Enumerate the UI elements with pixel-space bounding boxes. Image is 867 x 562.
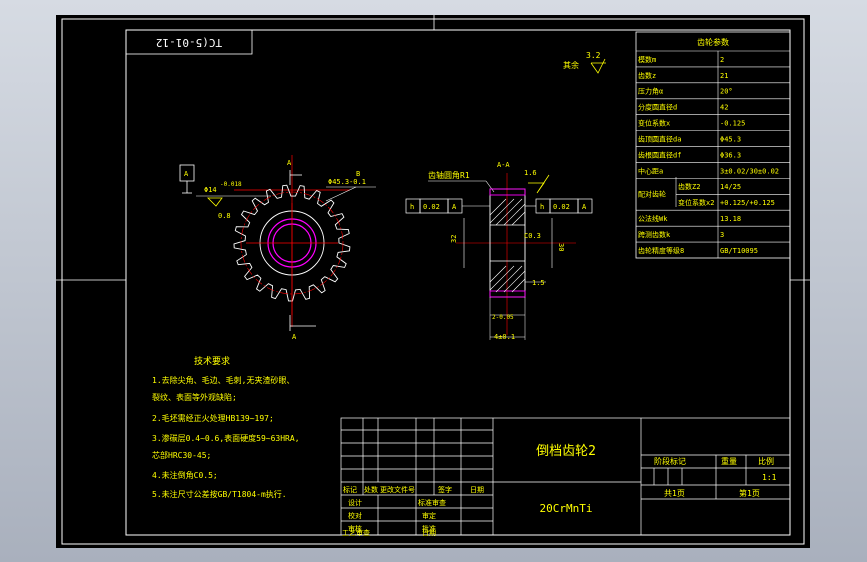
tech-requirements-title: 技术要求 [194, 355, 230, 367]
svg-text:Φ45.3-0.1: Φ45.3-0.1 [328, 178, 366, 186]
param-name: 齿数z [638, 71, 656, 80]
param-name: 齿轮精度等级8 [638, 246, 684, 255]
svg-text:1.6: 1.6 [524, 169, 537, 177]
svg-text:A: A [452, 203, 457, 211]
param-value: 14/25 [720, 183, 741, 191]
svg-text:标记: 标记 [343, 485, 357, 494]
svg-text:设计: 设计 [348, 498, 362, 507]
param-value: 2 [720, 56, 724, 64]
param-name: 中心距a [638, 166, 663, 175]
svg-text:标准审查: 标准审查 [418, 498, 446, 507]
outer-border [61, 18, 805, 545]
inner-border [125, 29, 791, 536]
param-name: 齿数Z2 [678, 182, 700, 191]
gear-drawing: TC(5-01-12 其余 3.2 齿轮参数 模数m 2 齿数z 21 压力角α 20° 分… [56, 15, 810, 545]
gear-front-view: A A B Φ45.3-0.1 A Φ14 -0.018 0.8 [179, 155, 376, 341]
svg-text:重量: 重量 [721, 456, 737, 466]
param-name: 齿顶圆直径da [638, 134, 681, 143]
param-group-label: 配对齿轮 [638, 189, 666, 198]
param-value: 42 [720, 104, 728, 112]
svg-text:第1页: 第1页 [739, 488, 760, 498]
param-value: +0.125/+0.125 [720, 199, 775, 207]
svg-text:处数: 处数 [364, 485, 378, 494]
param-name: 跨测齿数k [638, 230, 671, 239]
roughness-value: 3.2 [586, 51, 601, 60]
svg-text:批准: 批准 [422, 524, 436, 533]
pitch-circle [240, 191, 344, 295]
roughness-label: 其余 [563, 60, 579, 70]
param-value: 21 [720, 72, 728, 80]
tech-req-line-6: 4.未注倒角C0.5; [152, 470, 218, 480]
svg-text:更改文件号: 更改文件号 [380, 485, 415, 494]
tech-req-line-5: 芯部HRC30-45; [152, 450, 211, 460]
section-title: A-A [497, 161, 510, 169]
tech-req-line-2: 裂纹、表面等外观缺陷; [152, 392, 237, 402]
svg-text:日期: 日期 [422, 529, 436, 537]
param-value: 13.18 [720, 215, 741, 223]
svg-text:工艺审查: 工艺审查 [342, 528, 370, 537]
parameter-table: 齿轮参数 模数m 2 齿数z 21 压力角α 20° 分度圆直径d 42 变位系数x -0.125… [635, 31, 791, 259]
drawing-number: TC(5-01-12 [156, 36, 222, 49]
param-value: -0.125 [720, 120, 745, 128]
svg-text:32: 32 [450, 235, 458, 243]
svg-text:0.8: 0.8 [218, 212, 231, 220]
tech-req-line-7: 5.未注尺寸公差按GB/T1804-m执行. [152, 489, 287, 499]
svg-text:审定: 审定 [422, 511, 436, 520]
svg-text:0.02: 0.02 [553, 203, 570, 211]
svg-text:B: B [356, 170, 360, 178]
param-value: 3 [720, 231, 724, 239]
param-value: 3±0.02/30±0.02 [720, 167, 779, 175]
svg-text:Φ14: Φ14 [204, 186, 217, 194]
technical-requirements: 技术要求 1.去除尖角、毛边、毛刺,无夹渣砂眼、 裂纹、表面等外观缺陷; 2.毛… [152, 355, 300, 499]
gear-section-view: A-A 齿轴圆角R1 h 0.02 A [405, 161, 593, 341]
svg-text:4±0.1: 4±0.1 [494, 333, 515, 341]
drawing-sheet: TC(5-01-12 其余 3.2 齿轮参数 模数m 2 齿数z 21 压力角α 20° 分… [56, 15, 810, 548]
param-name: 齿根圆直径df [638, 150, 681, 159]
param-name: 变位系数x [638, 119, 670, 128]
svg-text:A: A [287, 159, 292, 167]
param-value: Φ45.3 [720, 135, 741, 143]
svg-text:30: 30 [557, 243, 565, 251]
title-block [340, 417, 791, 536]
svg-text:1.5: 1.5 [532, 279, 545, 287]
parameter-table-title: 齿轮参数 [697, 37, 729, 47]
param-name: 变位系数x2 [678, 198, 714, 207]
param-name: 模数m [638, 55, 656, 64]
svg-text:共1页: 共1页 [664, 489, 685, 498]
svg-text:h: h [410, 203, 414, 211]
tech-req-line-4: 3.渗碳层0.4~0.6,表面硬度59~63HRA, [152, 433, 300, 443]
param-name: 压力角α [638, 87, 663, 96]
gear-teeth-outline [233, 184, 351, 302]
scale-value: 1:1 [762, 473, 777, 482]
svg-text:校对: 校对 [348, 511, 362, 520]
tech-req-line-3: 2.毛坯需经正火处理HB139~197; [152, 413, 274, 423]
svg-text:阶段标记: 阶段标记 [654, 456, 686, 466]
svg-text:C0.3: C0.3 [524, 232, 541, 240]
svg-text:比例: 比例 [758, 456, 774, 466]
param-value: GB/T10095 [720, 247, 758, 255]
material: 20CrMnTi [540, 502, 593, 515]
svg-text:-0.018: -0.018 [220, 181, 242, 188]
svg-text:2-0.05: 2-0.05 [492, 314, 514, 321]
svg-text:A: A [582, 203, 587, 211]
param-value: 20° [720, 88, 733, 96]
svg-text:A: A [184, 170, 189, 178]
svg-text:A: A [292, 333, 297, 341]
param-value: Φ36.3 [720, 151, 741, 159]
svg-text:审核: 审核 [348, 524, 362, 533]
svg-text:0.02: 0.02 [423, 203, 440, 211]
svg-text:签字: 签字 [438, 485, 452, 494]
param-name: 分度圆直径d [638, 103, 677, 112]
svg-text:齿轴圆角R1: 齿轴圆角R1 [428, 170, 470, 180]
param-name: 公法线Wk [638, 214, 668, 223]
svg-text:h: h [540, 203, 544, 211]
svg-text:日期: 日期 [470, 486, 484, 494]
tech-req-line-1: 1.去除尖角、毛边、毛刺,无夹渣砂眼、 [152, 375, 294, 385]
part-name: 倒档齿轮2 [536, 444, 596, 459]
